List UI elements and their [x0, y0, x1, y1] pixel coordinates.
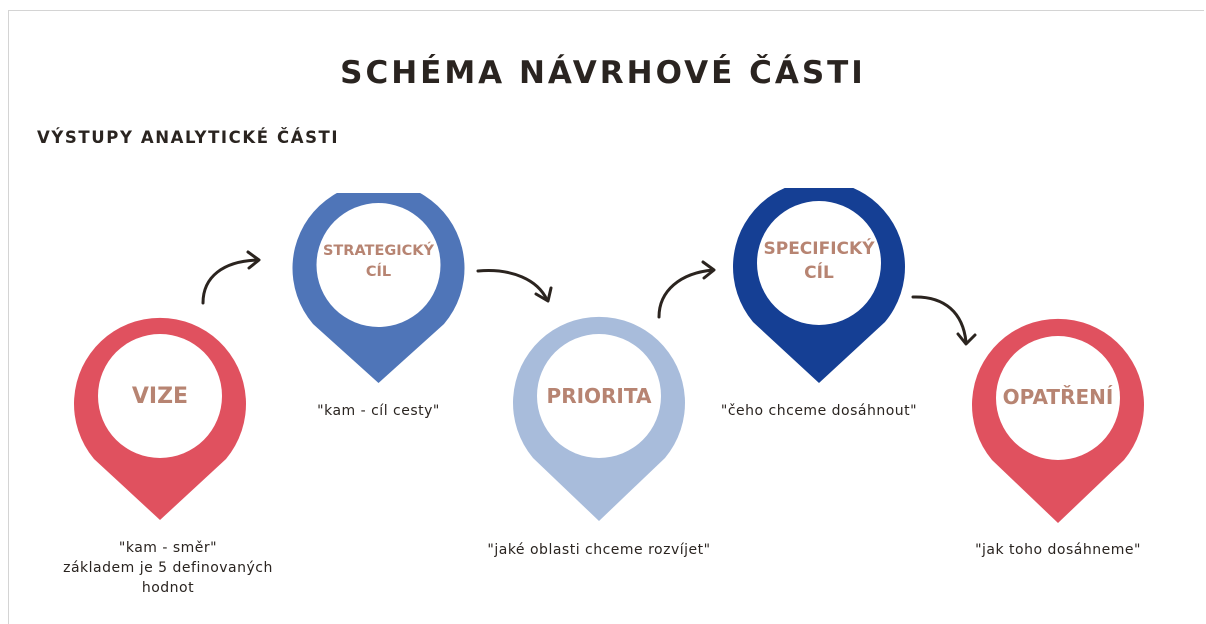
pin-specificky-cil-shape [733, 188, 905, 383]
caption-vize-line-3: hodnot [141, 580, 195, 596]
diagram-title: SCHÉMA NÁVRHOVÉ ČÁSTI [340, 55, 866, 91]
caption-opatreni-line-1: "jak toho dosáhneme" [975, 542, 1141, 558]
caption-priorita: "jaké oblasti chceme rozvíjet" [459, 540, 739, 560]
pin-opatreni-label: OPATŘENÍ [1002, 385, 1114, 409]
pin-priorita: PRIORITA [511, 310, 687, 521]
caption-strategicky-line-1: "kam - cíl cesty" [317, 403, 440, 419]
pin-vize: VIZE [72, 313, 248, 520]
caption-specificky-cil: "čeho chceme dosáhnout" [694, 401, 944, 421]
caption-vize-line-2: základem je 5 definovaných [63, 560, 273, 576]
pin-specificky-cil-label: SPECIFICKÝ CÍL [763, 239, 875, 283]
pin-opatreni-shape [972, 318, 1144, 523]
pin-vize-label: VIZE [131, 383, 189, 409]
pin-priorita-shape [513, 316, 685, 521]
caption-specificky-line-1: "čeho chceme dosáhnout" [720, 403, 918, 419]
caption-opatreni: "jak toho dosáhneme" [943, 540, 1173, 560]
caption-vize-line-1: "kam - směr" [118, 540, 218, 556]
pin-strategicky-cil-shape [292, 193, 465, 383]
section-subtitle: VÝSTUPY ANALYTICKÉ ČÁSTI [37, 128, 340, 147]
caption-strategicky-cil: "kam - cíl cesty" [290, 401, 467, 421]
pin-vize-shape [74, 317, 246, 520]
pin-opatreni: OPATŘENÍ [970, 312, 1146, 523]
caption-priorita-line-1: "jaké oblasti chceme rozvíjet" [487, 542, 711, 558]
pin-strategicky-cil: STRATEGICKÝ CÍL [290, 193, 467, 383]
slide-frame [8, 10, 1204, 624]
caption-vize: "kam - směr" základem je 5 definovaných … [58, 538, 278, 598]
pin-priorita-label: PRIORITA [546, 384, 652, 408]
pin-strategicky-cil-label: STRATEGICKÝ CÍL [322, 243, 435, 280]
pin-specificky-cil: SPECIFICKÝ CÍL [731, 188, 907, 383]
